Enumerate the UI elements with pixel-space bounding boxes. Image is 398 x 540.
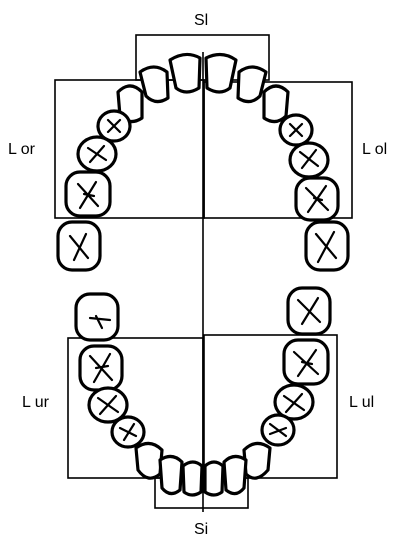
tooth-lower-canine-right [134,441,164,480]
tooth-lower-lateral-right [158,454,184,496]
label-lower-right: L ur [22,394,50,411]
label-lower-left: L ul [349,394,374,411]
tooth-upper-central-left [204,52,238,94]
label-bottom: Si [194,521,208,538]
tooth-upper-central-right [168,52,202,94]
box-lower-left [203,334,338,479]
tooth-upper-canine-left [262,84,290,124]
upper-teeth [56,52,350,272]
lower-occlusal-marks [88,296,322,442]
tooth-lower-lateral-left [222,454,248,496]
tooth-upper-lateral-left [236,65,268,104]
tooth-lower-central-left [203,460,225,497]
tooth-upper-lateral-right [138,65,170,104]
tooth-lower-central-right [181,460,204,497]
tooth-lower-canine-left [242,441,272,480]
upper-occlusal-marks [68,118,338,264]
label-upper-left: L ol [362,141,387,158]
box-upper-left [203,81,353,219]
box-lower-right [67,337,204,479]
label-upper-right: L or [8,141,36,158]
label-top: Sl [194,12,208,29]
